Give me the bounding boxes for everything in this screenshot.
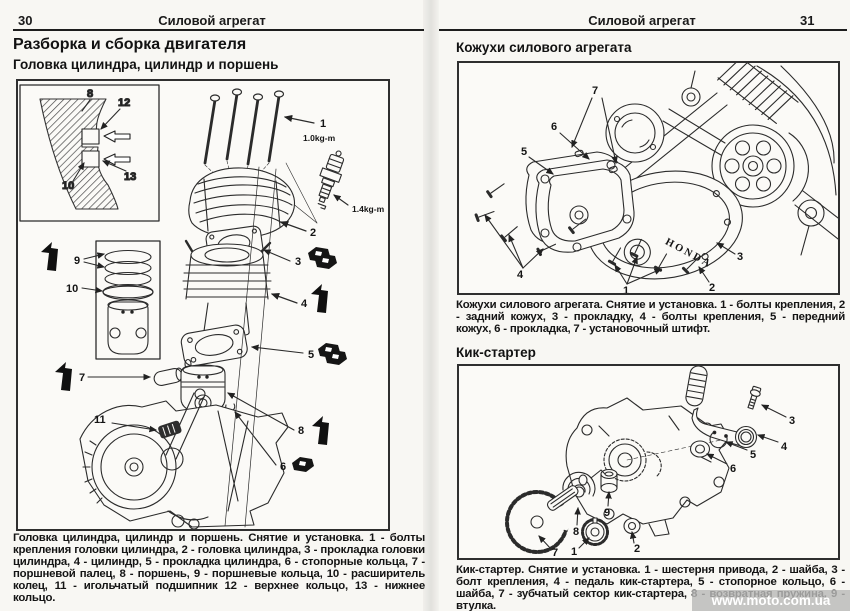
callout-3: 3 [295, 256, 301, 268]
callout-13: 13 [124, 171, 136, 183]
needle-bearing [158, 420, 182, 439]
engine-covers-drawing: HONDA [474, 63, 838, 293]
circlip-icon-6 [292, 457, 314, 472]
figure-kick-starter: 3 4 5 6 9 8 7 1 2 [457, 364, 840, 560]
arrow-lower-groove [103, 153, 131, 166]
cov-callout-1: 1 [623, 285, 629, 293]
callout-11: 11 [94, 414, 106, 426]
callout-1: 1 [320, 118, 326, 130]
kick-callout-4: 4 [781, 441, 788, 453]
inset-ring-grooves: 8 12 13 10 [19, 84, 160, 222]
callout-5: 5 [308, 349, 314, 361]
callout-6: 6 [280, 461, 286, 473]
figure-engine-covers: HONDA [457, 61, 840, 295]
kick-starter-drawing: 3 4 5 6 9 8 7 1 2 [505, 366, 795, 558]
callout-8: 8 [87, 88, 93, 100]
figure-cylinder-head-piston: 8 12 13 10 1 1.0kg-m [16, 79, 390, 531]
crankcase [79, 166, 289, 529]
callout-4: 4 [301, 298, 308, 310]
callout-10: 10 [62, 180, 74, 192]
drive-gear [581, 517, 609, 546]
torque-head-bolts: 1.0kg-m [303, 133, 336, 143]
crankcase-cover [565, 397, 730, 537]
page-gutter [423, 0, 439, 611]
arrow-upper-groove [103, 130, 131, 143]
direction-flag-4 [311, 284, 328, 313]
base-gasket [180, 324, 248, 367]
callout-8b: 8 [298, 425, 304, 437]
watermark: www.moto.com.ua [692, 590, 850, 611]
left-running-header: Силовой агрегат [158, 13, 266, 28]
variator-pulley [662, 108, 810, 208]
pedal-bolt [747, 385, 762, 410]
direction-flag-9 [41, 242, 58, 271]
left-header-rule [13, 29, 424, 31]
cylinder [182, 239, 298, 336]
circlip-washer-stack [689, 430, 728, 458]
fan-cover [605, 103, 665, 163]
kick-callout-8: 8 [573, 526, 579, 538]
right-header-rule [439, 29, 847, 31]
callout-2: 2 [310, 227, 316, 239]
kick-callout-1: 1 [571, 546, 577, 558]
cylinder-head-piston-drawing: 8 12 13 10 1 1.0kg-m [19, 84, 385, 529]
callout-9: 9 [74, 255, 80, 267]
cov-callout-5: 5 [521, 146, 527, 158]
kick-callout-7: 7 [552, 547, 558, 558]
callout-12: 12 [118, 97, 130, 109]
figure-caption-covers: Кожухи силового агрегата. Снятие и устан… [456, 299, 845, 335]
left-page-title: Разборка и сборка двигателя [13, 36, 247, 53]
direction-flag-8 [312, 416, 329, 445]
left-page-number: 30 [18, 13, 33, 28]
cov-callout-7: 7 [592, 85, 598, 97]
leader-lines [484, 97, 736, 285]
covers-section-title: Кожухи силового агрегата [456, 40, 632, 55]
inset-piston-rings [81, 240, 161, 360]
kick-pedal [685, 366, 758, 449]
kick-callout-9: 9 [604, 507, 610, 519]
sector-gear [505, 474, 588, 554]
cov-callout-2: 2 [709, 282, 715, 293]
cov-callout-3: 3 [737, 251, 743, 263]
kick-leader-lines [538, 404, 787, 550]
right-running-header: Силовой агрегат [588, 13, 696, 28]
front-cover [535, 149, 635, 253]
kick-callout-2: 2 [634, 543, 640, 555]
figure-caption-cylinder: Головка цилиндра, цилиндр и поршень. Сня… [13, 532, 425, 604]
torque-spark-plug: 1.4kg-m [352, 204, 385, 214]
figure-caption-kick: Кик-стартер. Снятие и установка. 1 - шес… [456, 564, 845, 611]
kick-section-title: Кик-стартер [456, 345, 536, 360]
piston-pin [87, 358, 192, 387]
left-page-subtitle: Головка цилиндра, цилиндр и поршень [13, 57, 279, 72]
right-page-number: 31 [800, 13, 815, 28]
gear-washer [623, 517, 641, 535]
kick-callout-3: 3 [789, 415, 795, 427]
kick-callout-6: 6 [730, 463, 736, 475]
cov-callout-6: 6 [551, 121, 557, 133]
cov-callout-4: 4 [517, 269, 524, 281]
frame-background [610, 63, 838, 256]
kick-callout-5: 5 [750, 449, 756, 461]
direction-flag-7 [55, 362, 72, 391]
cylinder-head [188, 167, 307, 239]
callout-7: 7 [79, 372, 85, 384]
spark-plug [317, 150, 345, 210]
callout-10b: 10 [66, 283, 78, 295]
